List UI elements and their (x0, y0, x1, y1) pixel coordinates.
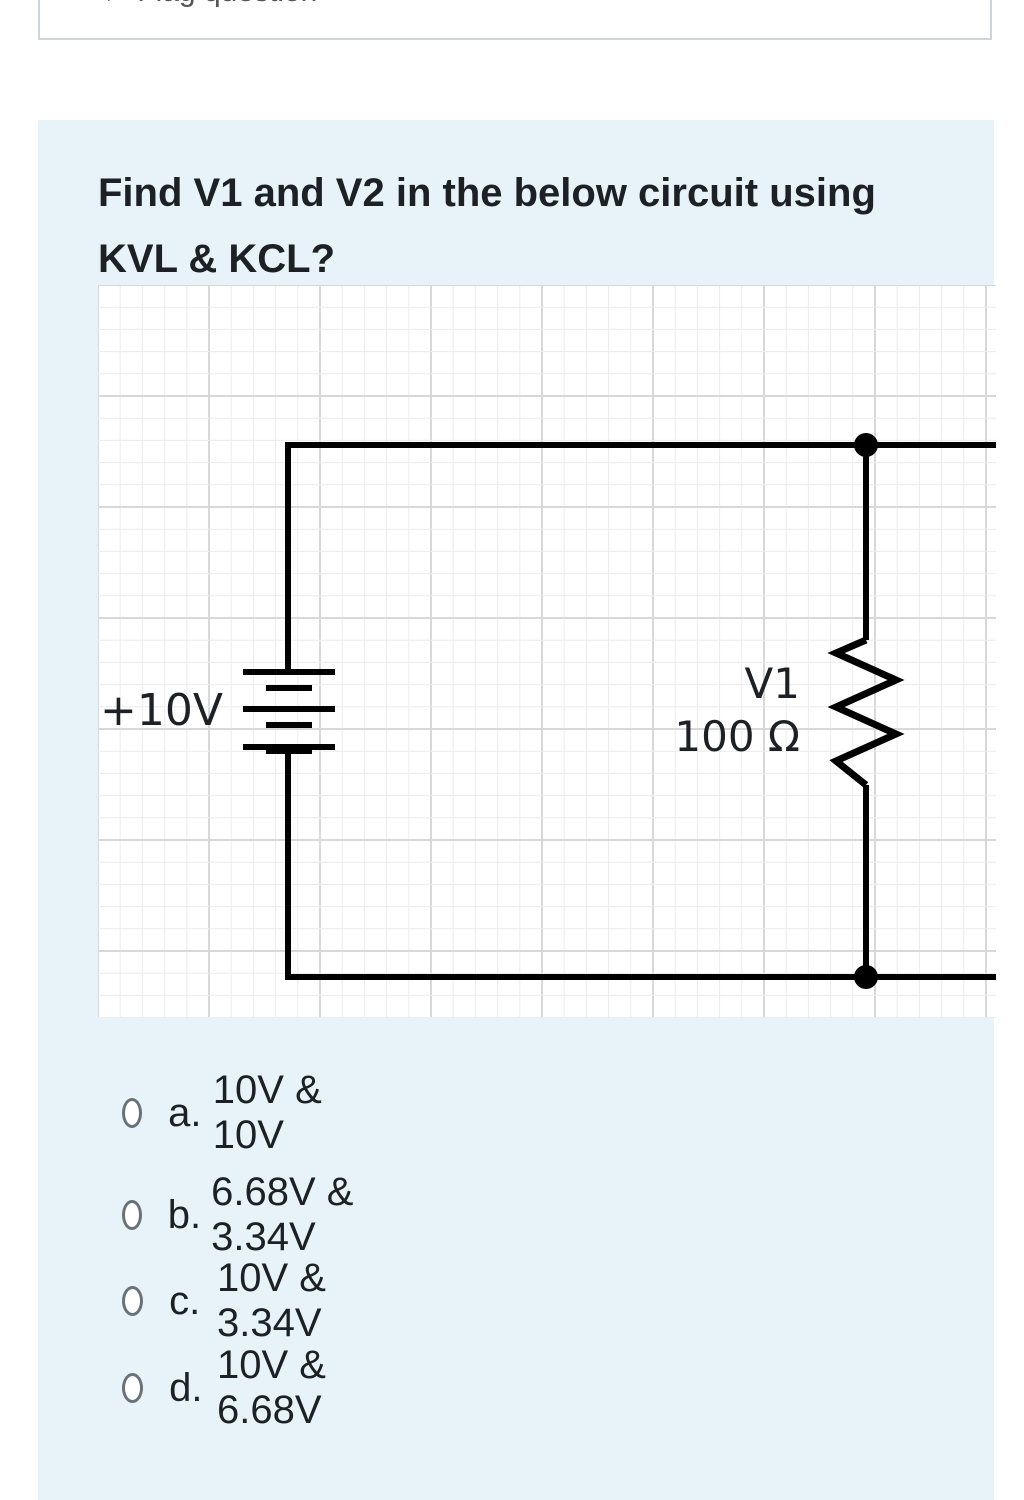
question-panel: Find V1 and V2 in the below circuit usin… (38, 120, 996, 1500)
flag-question-bar: ⚐ Flag question (38, 0, 992, 40)
flag-question-link[interactable]: ⚐ Flag question (102, 0, 317, 9)
battery-symbol (243, 669, 335, 754)
resistor-zigzag (827, 636, 905, 788)
flag-question-label: Flag question (137, 0, 317, 8)
grid-lines (97, 284, 996, 1019)
option-letter: a. (168, 1090, 202, 1135)
bottom-wire (285, 750, 996, 980)
option-text: 10V & 10V (212, 1068, 322, 1157)
option-a[interactable]: a. 10V & 10V (122, 1068, 325, 1157)
radio-button[interactable] (122, 1373, 144, 1403)
option-letter: b. (167, 1192, 202, 1237)
option-text: 10V & 6.68V (217, 1343, 326, 1432)
junction-dot-top (854, 433, 878, 457)
option-c[interactable]: c. 10V & 3.34V (122, 1256, 359, 1345)
circuit-svg: +10V V1 100 Ω (97, 284, 996, 1019)
radio-button[interactable] (122, 1286, 144, 1316)
option-d[interactable]: d. 10V & 6.68V (122, 1343, 359, 1432)
option-b[interactable]: b. 6.68V & 3.34V (122, 1170, 359, 1259)
option-letter: c. (169, 1278, 201, 1323)
radio-button[interactable] (122, 1098, 143, 1128)
source-label: +10V (100, 685, 223, 736)
option-text: 10V & 3.34V (217, 1256, 326, 1345)
top-wire (285, 442, 996, 670)
option-text: 6.68V & 3.34V (211, 1170, 354, 1259)
option-letter: d. (169, 1365, 203, 1410)
flag-icon: ⚐ (102, 0, 129, 8)
wires (285, 442, 996, 980)
question-text: Find V1 and V2 in the below circuit usin… (98, 171, 876, 281)
resistor-name-label: V1 (745, 659, 800, 708)
resistor-value-label: 100 Ω (674, 712, 800, 761)
junction-dot-bottom (854, 965, 878, 989)
radio-button[interactable] (122, 1200, 142, 1230)
circuit-diagram: +10V V1 100 Ω (97, 284, 996, 1019)
